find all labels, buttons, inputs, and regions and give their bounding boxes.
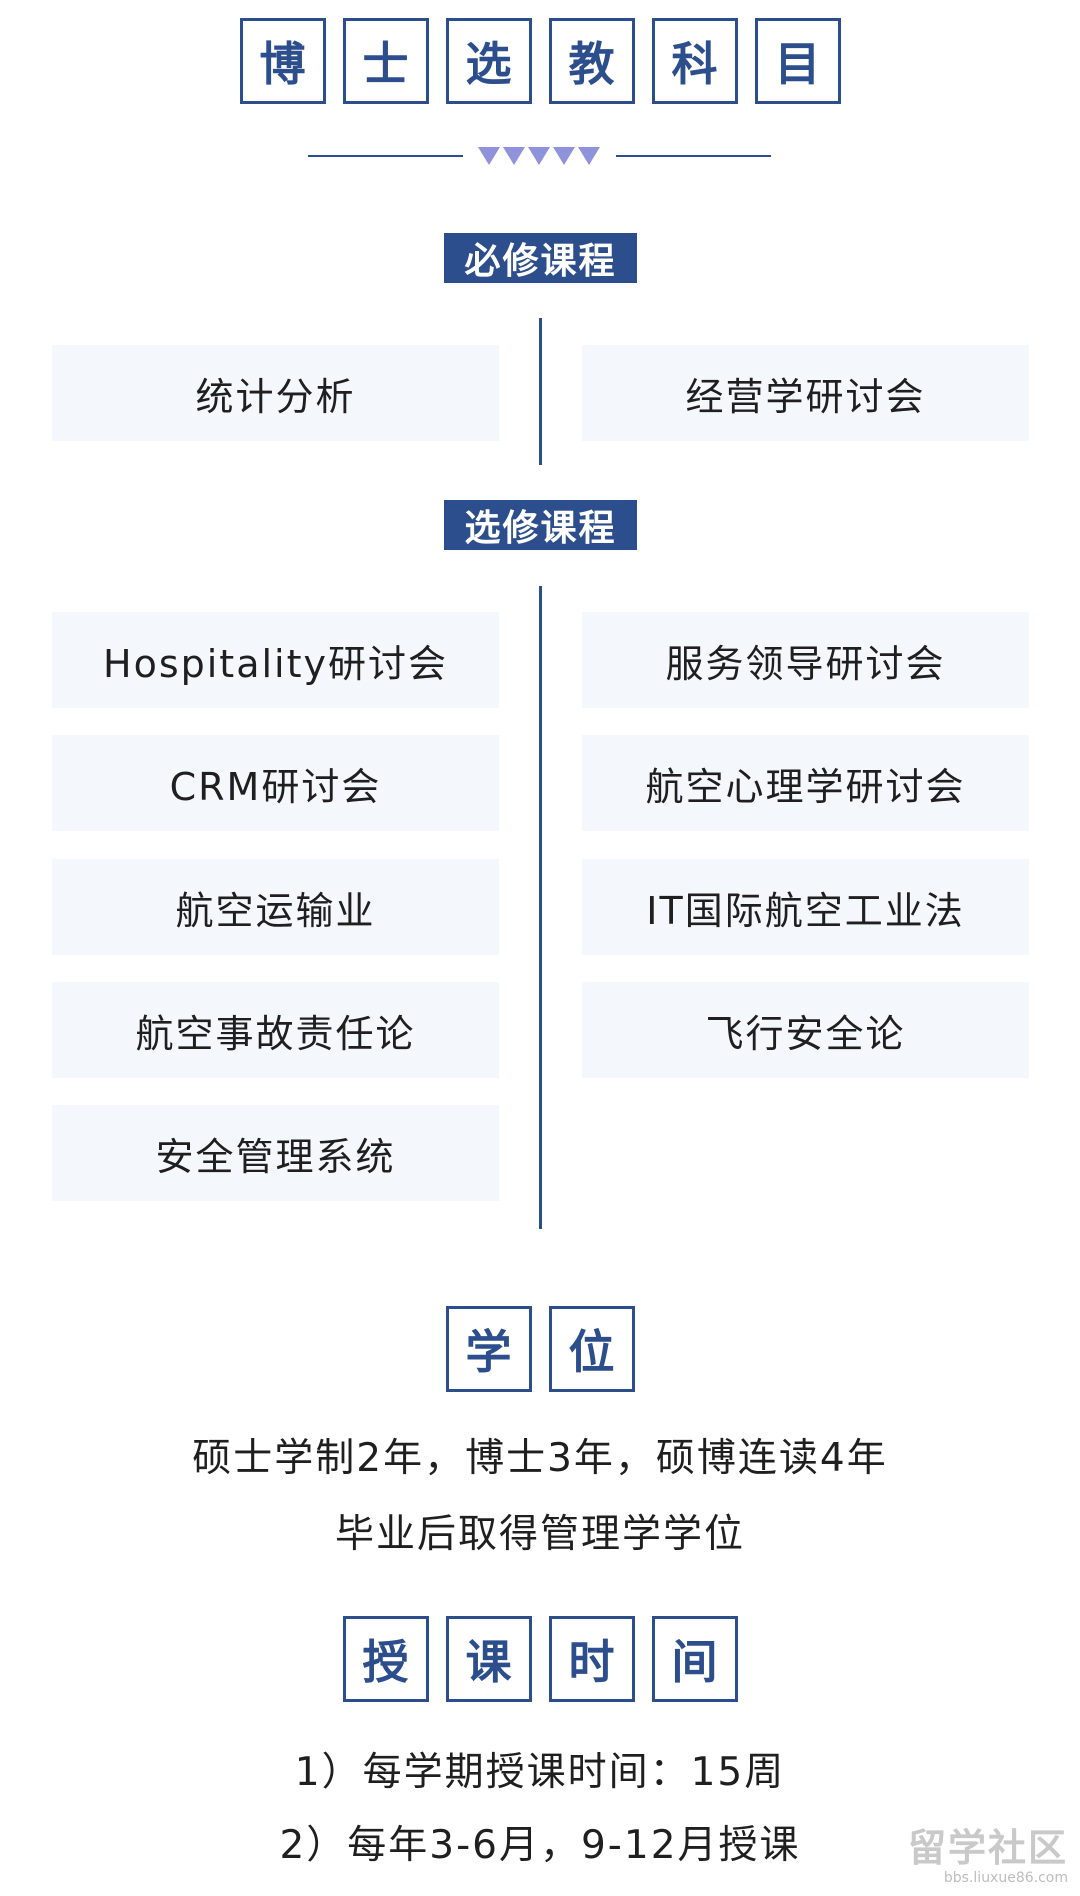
degree-title: 学 位 <box>0 1306 1080 1392</box>
schedule-title-char: 课 <box>445 1616 532 1702</box>
triangle-decoration-icon <box>478 147 600 165</box>
required-course-item: 统计分析 <box>52 345 499 441</box>
schedule-title-char: 时 <box>548 1616 635 1702</box>
page-title: 博 士 选 教 科 目 <box>0 18 1080 104</box>
watermark-text: 留学社区 <box>907 1826 1068 1870</box>
elective-divider <box>539 586 542 1229</box>
elective-course-item: 服务领导研讨会 <box>582 612 1029 708</box>
required-courses-label: 必修课程 <box>444 233 637 283</box>
schedule-title: 授 课 时 间 <box>0 1616 1080 1702</box>
schedule-title-char: 间 <box>651 1616 738 1702</box>
title-char: 科 <box>651 18 738 104</box>
degree-line: 毕业后取得管理学学位 <box>334 1512 745 1557</box>
divider-line-right <box>616 155 771 157</box>
elective-course-item: Hospitality研讨会 <box>52 612 499 708</box>
schedule-title-char: 授 <box>342 1616 429 1702</box>
elective-course-item: 航空心理学研讨会 <box>582 735 1029 831</box>
title-char: 目 <box>754 18 841 104</box>
elective-course-item: 航空事故责任论 <box>52 982 499 1078</box>
degree-title-char: 学 <box>445 1306 532 1392</box>
degree-line: 硕士学制2年，博士3年，硕博连读4年 <box>192 1436 888 1481</box>
title-char: 博 <box>239 18 326 104</box>
schedule-line: 1）每学期授课时间：15周 <box>294 1750 786 1795</box>
required-course-item: 经营学研讨会 <box>582 345 1029 441</box>
schedule-line: 2）每年3-6月，9-12月授课 <box>279 1823 801 1868</box>
watermark-url: bbs.liuxue86.com <box>943 1870 1068 1886</box>
elective-course-item: 航空运输业 <box>52 859 499 955</box>
required-divider <box>539 318 542 465</box>
elective-course-item: 安全管理系统 <box>52 1105 499 1201</box>
divider-line-left <box>308 155 463 157</box>
title-char: 选 <box>445 18 532 104</box>
title-char: 教 <box>548 18 635 104</box>
elective-course-item: IT国际航空工业法 <box>582 859 1029 955</box>
elective-courses-label: 选修课程 <box>444 500 637 550</box>
title-char: 士 <box>342 18 429 104</box>
watermark-logo: 留学社区 bbs.liuxue86.com <box>898 1826 1068 1890</box>
elective-course-item: CRM研讨会 <box>52 735 499 831</box>
elective-course-item: 飞行安全论 <box>582 982 1029 1078</box>
degree-title-char: 位 <box>548 1306 635 1392</box>
